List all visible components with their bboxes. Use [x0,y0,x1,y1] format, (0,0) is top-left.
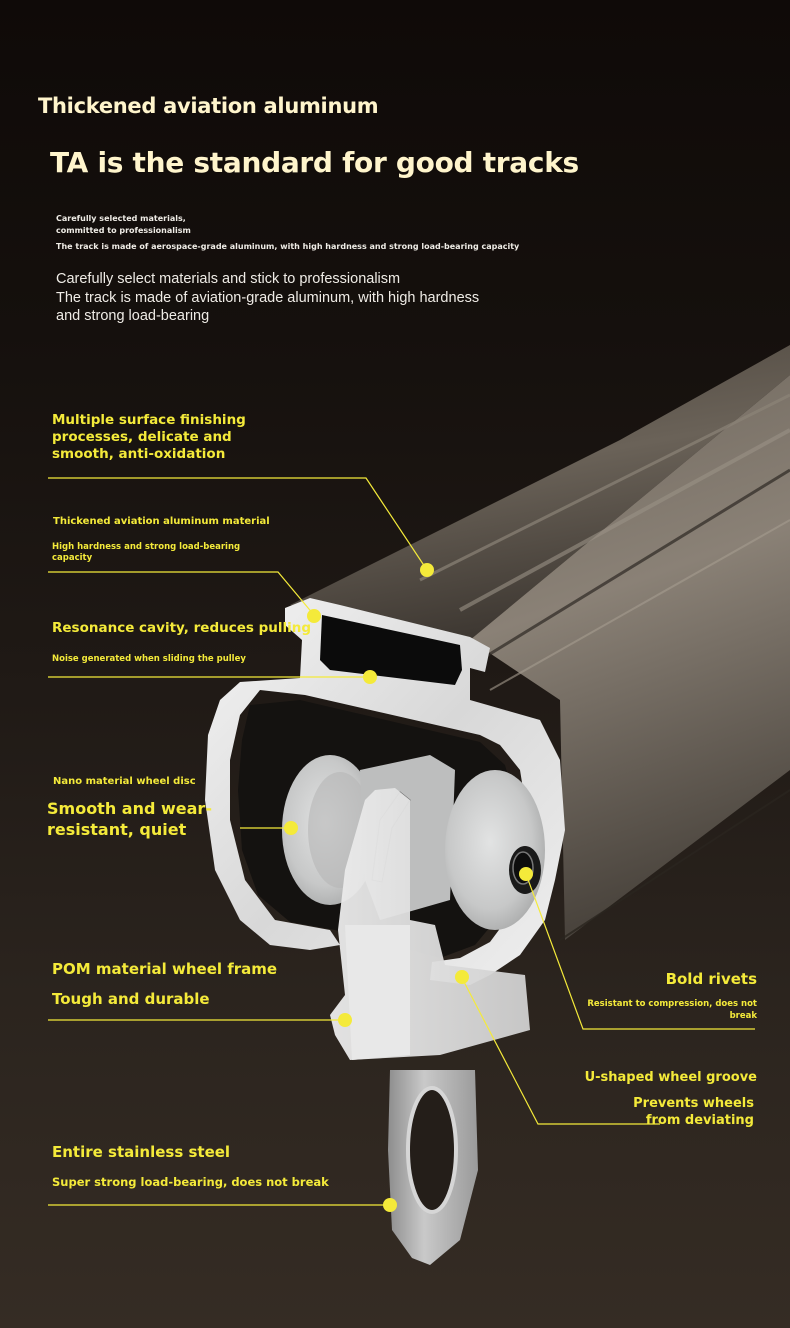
steel-hook [388,1070,478,1265]
yellow-dot-marker-icon [455,970,469,984]
yellow-dot-marker-icon [519,867,533,881]
yellow-dot-marker-icon [420,563,434,577]
callout-rivets-title: Bold rivets [665,970,757,988]
callout-surface-finishing-title: Multiple surface finishing processes, de… [52,412,246,462]
intro-body: Carefully select materials and stick to … [56,271,480,324]
callout-resonance-title: Resonance cavity, reduces pulling [52,620,312,636]
yellow-dot-marker-icon [284,821,298,835]
small-intro-line2: The track is made of aerospace-grade alu… [56,242,520,251]
yellow-dot-marker-icon [363,670,377,684]
callout-aluminum-title: Thickened aviation aluminum material [53,516,270,527]
callout-wheel-frame-subtitle: Tough and durable [52,990,210,1008]
callout-stainless-subtitle: Super strong load-bearing, does not brea… [52,1175,329,1189]
callout-wheel-disc-subtitle: Smooth and wear- resistant, quiet [47,799,212,839]
callout-lines [48,477,755,1206]
track-body [290,345,790,941]
wheel-frame [330,788,530,1060]
callout-groove-title: U-shaped wheel groove [584,1070,757,1085]
yellow-dot-marker-icon [383,1198,397,1212]
callout-stainless-title: Entire stainless steel [52,1143,231,1161]
leader-line-surface [48,477,428,571]
pulley-wheels [282,755,545,930]
yellow-dot-marker-icon [338,1013,352,1027]
callout-markers [284,563,533,1212]
callout-resonance-subtitle: Noise generated when sliding the pulley [52,654,246,664]
leader-line-groove [461,977,660,1125]
yellow-dot-marker-icon [307,609,321,623]
page-title: TA is the standard for good tracks [50,146,579,179]
small-intro-line1: Carefully selected materials, committed … [56,214,191,235]
leader-line-aluminum [48,571,315,616]
leader-line-rivets [525,873,755,1030]
callout-rivets-subtitle: Resistant to compression, does not break [587,999,757,1021]
header-kicker: Thickened aviation aluminum [38,94,379,118]
callout-aluminum-subtitle: High hardness and strong load-bearing ca… [52,542,241,563]
callout-wheel-frame-title: POM material wheel frame [52,960,278,978]
callout-groove-subtitle: Prevents wheels from deviating [633,1096,754,1128]
callout-wheel-disc-title: Nano material wheel disc [53,776,196,787]
